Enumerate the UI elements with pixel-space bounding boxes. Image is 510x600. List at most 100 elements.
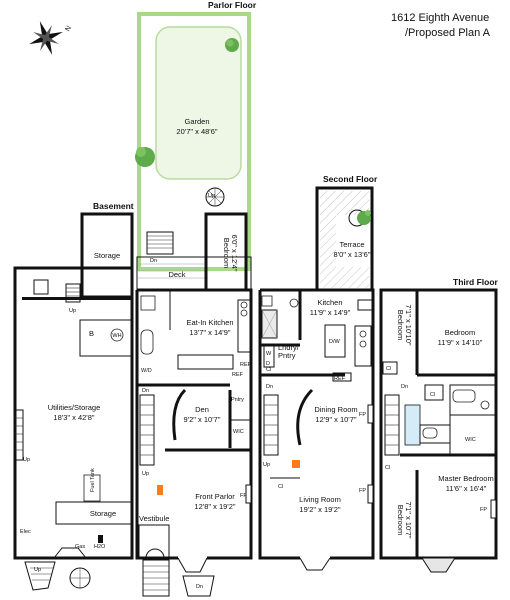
- front-parlor-name: Front Parlor: [195, 492, 235, 501]
- basement-stair-up: Up: [69, 308, 76, 314]
- utilities-dimensions: 18'3" x 42'8": [53, 413, 94, 422]
- parlor-wd-label: W/D: [141, 368, 152, 374]
- basement-front-steps: [24, 561, 56, 591]
- vestibule-name: Vestibule: [139, 514, 169, 523]
- second-floor-plan: Terrace 8'0" x 13'6" Kitchen 11'9" x 14'…: [258, 186, 375, 571]
- h2o-label: H2O: [94, 544, 106, 550]
- second-stair-dn: Dn: [266, 384, 273, 390]
- parlor-front-dn: Dn: [196, 584, 203, 590]
- bedroom-t2-dimensions: 11'9" x 14'10": [438, 338, 483, 347]
- parlor-floor-plan: Deck Bedroom 6'0" x 12'4" Eat-In Kitchen…: [135, 212, 253, 597]
- third-closet-label-1: Cl: [386, 366, 391, 372]
- garden-steps-dn: Dn: [150, 258, 157, 264]
- parlor-pantry-label: Pntry: [231, 397, 244, 403]
- bedroom-t3-dimensions: 7'1" x 10'7": [404, 502, 413, 539]
- garden-area: Garden 20'7" x 48'6" Up Dn: [135, 12, 251, 271]
- parlor-stair-dn: Dn: [142, 388, 149, 394]
- terrace-name: Terrace: [339, 240, 364, 249]
- second-stair-up: Up: [263, 462, 270, 468]
- dryer-label: D: [266, 361, 270, 367]
- living-dimensions: 19'2" x 19'2": [299, 505, 340, 514]
- bedroom-t1-name: Bedroom: [396, 310, 405, 340]
- parlor-stair: [139, 394, 155, 466]
- second-door-marker-icon: [292, 460, 300, 468]
- garden-steps: [146, 231, 174, 255]
- basement-side-up: Up: [23, 457, 30, 463]
- parlor-front-steps: [142, 559, 170, 597]
- fuel-tank-label: Fuel Tank: [90, 468, 96, 492]
- kitchen-second-name: Kitchen: [317, 298, 342, 307]
- living-fp-label: FP: [359, 488, 366, 494]
- third-stair: [384, 394, 400, 456]
- living-closet-label: Cl: [278, 484, 283, 490]
- dining-name: Dining Room: [314, 405, 357, 414]
- water-heater-label: WH: [112, 333, 121, 339]
- address-title: 1612 Eighth Avenue: [391, 12, 489, 24]
- bedroom-parlor-dimensions: 6'0" x 12'4": [230, 235, 239, 272]
- master-fp-label: FP: [480, 507, 487, 513]
- second-ref-label: REF: [334, 376, 346, 382]
- bathtub-icon: [452, 389, 476, 403]
- front-parlor-dimensions: 12'8" x 19'2": [194, 502, 235, 511]
- storage-top-name: Storage: [94, 251, 120, 260]
- spiral-stair-icon: [205, 187, 225, 207]
- bedroom-parlor-name: Bedroom: [222, 238, 231, 268]
- third-wic-label: WIC: [465, 437, 476, 443]
- water-heater-icon: [110, 328, 124, 342]
- bathtub-icon: [140, 329, 154, 355]
- second-dw-label: D/W: [329, 339, 341, 345]
- den-name: Den: [195, 405, 209, 414]
- parlor-fp-label: FP: [240, 493, 247, 499]
- laundry-line1: Lndry/: [278, 343, 300, 352]
- compass-north-label: N: [64, 25, 73, 33]
- third-closet-label-3: Cl: [430, 392, 435, 398]
- garden-name: Garden: [184, 117, 209, 126]
- utilities-name: Utilities/Storage: [48, 403, 101, 412]
- parlor-wic-label: WIC: [233, 429, 244, 435]
- basement-side-stair: [14, 409, 24, 461]
- storage-bottom-name: Storage: [90, 509, 116, 518]
- third-stair-dn: Dn: [401, 384, 408, 390]
- second-closet-label: Cl: [266, 367, 271, 373]
- bedroom-t2-name: Bedroom: [445, 328, 475, 337]
- garden-dimensions: 20'7" x 48'6": [176, 127, 217, 136]
- boiler-label: B: [89, 329, 94, 338]
- plan-subtitle: /Proposed Plan A: [405, 27, 491, 39]
- parlor-ref-label: REF: [240, 362, 252, 368]
- basement-title: Basement: [93, 201, 134, 211]
- third-closet-label-2: Cl: [385, 465, 390, 471]
- den-dimensions: 9'2" x 10'7": [184, 415, 221, 424]
- parlor-door-marker-icon: [157, 485, 163, 495]
- master-bedroom-name: Master Bedroom: [438, 474, 493, 483]
- dining-dimensions: 12'9" x 10'7": [315, 415, 356, 424]
- elec-label: Elec: [20, 529, 31, 535]
- bathtub-icon: [422, 427, 438, 439]
- parlor-stair-up: Up: [142, 471, 149, 477]
- basement-front-up: Up: [34, 567, 41, 573]
- parlor-ref-label-2: REF: [232, 372, 244, 378]
- terrace-dimensions: 8'0" x 13'6": [334, 250, 371, 259]
- parlor-floor-title: Parlor Floor: [208, 0, 257, 10]
- basement-stair: [65, 283, 81, 303]
- gas-label: Gas: [75, 544, 85, 550]
- compass-rose-icon: [29, 21, 63, 55]
- third-floor-title: Third Floor: [453, 277, 499, 287]
- master-bedroom-dimensions: 11'6" x 16'4": [446, 484, 487, 493]
- third-floor-plan: Bedroom 7'1" x 10'10" Cl Bedroom 11'9" x…: [379, 288, 498, 573]
- glass-partition: [404, 404, 421, 446]
- second-stair: [263, 394, 279, 456]
- kitchen-parlor-name: Eat-In Kitchen: [186, 318, 233, 327]
- living-name: Living Room: [299, 495, 341, 504]
- laundry-line2: Pntry: [278, 351, 296, 360]
- kitchen-parlor-dimensions: 13'7" x 14'9": [189, 328, 230, 337]
- bedroom-t1-dimensions: 7'1" x 10'10": [404, 304, 413, 345]
- garden-stair-up: Up: [208, 193, 215, 199]
- kitchen-second-dimensions: 11'9" x 14'9": [310, 308, 351, 317]
- basement-plan: B WH Up Up Fuel Tank Storage Storage Uti…: [13, 212, 134, 591]
- bedroom-t3-name: Bedroom: [396, 505, 405, 535]
- fuel-tank-icon: [83, 474, 101, 502]
- dining-fp-label: FP: [359, 412, 366, 418]
- washer-label: W: [266, 351, 272, 357]
- second-floor-title: Second Floor: [323, 174, 378, 184]
